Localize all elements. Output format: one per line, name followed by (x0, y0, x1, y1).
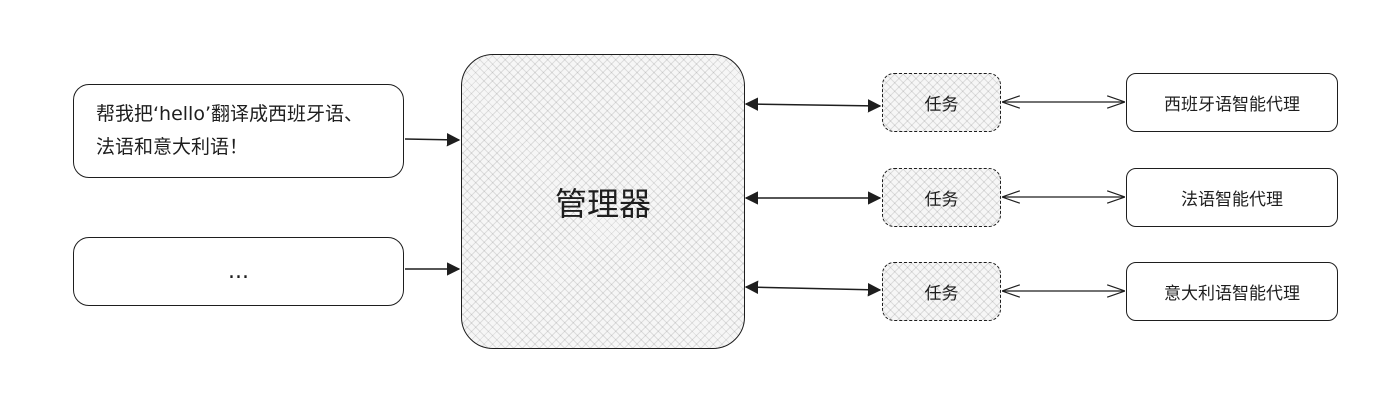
task-box-2: 任务 (882, 168, 1001, 227)
task-label-3: 任务 (924, 284, 959, 304)
agent-italian-box: 意大利语智能代理 (1126, 262, 1338, 321)
task-label-2: 任务 (924, 190, 959, 210)
task-box-1: 任务 (882, 73, 1001, 132)
agent-french-box: 法语智能代理 (1126, 168, 1338, 227)
input-request-box: 帮我把‘hello’翻译成西班牙语、法语和意大利语！ (73, 84, 404, 178)
agent-spanish-box: 西班牙语智能代理 (1126, 73, 1338, 132)
input-request-text: 帮我把‘hello’翻译成西班牙语、法语和意大利语！ (96, 103, 363, 158)
input-more-text: ... (228, 259, 249, 284)
arrow-input-1-to-manager (404, 133, 461, 147)
agent-french-label: 法语智能代理 (1181, 190, 1283, 210)
arrow-manager-task-3 (744, 280, 882, 297)
task-label-1: 任务 (924, 95, 959, 115)
input-more-box: ... (73, 237, 404, 306)
manager-box: 管理器 (461, 54, 745, 349)
task-box-3: 任务 (882, 262, 1001, 321)
arrow-manager-task-1 (744, 97, 882, 113)
agent-italian-label: 意大利语智能代理 (1164, 284, 1300, 304)
manager-label: 管理器 (554, 184, 651, 223)
agent-spanish-label: 西班牙语智能代理 (1164, 95, 1300, 115)
